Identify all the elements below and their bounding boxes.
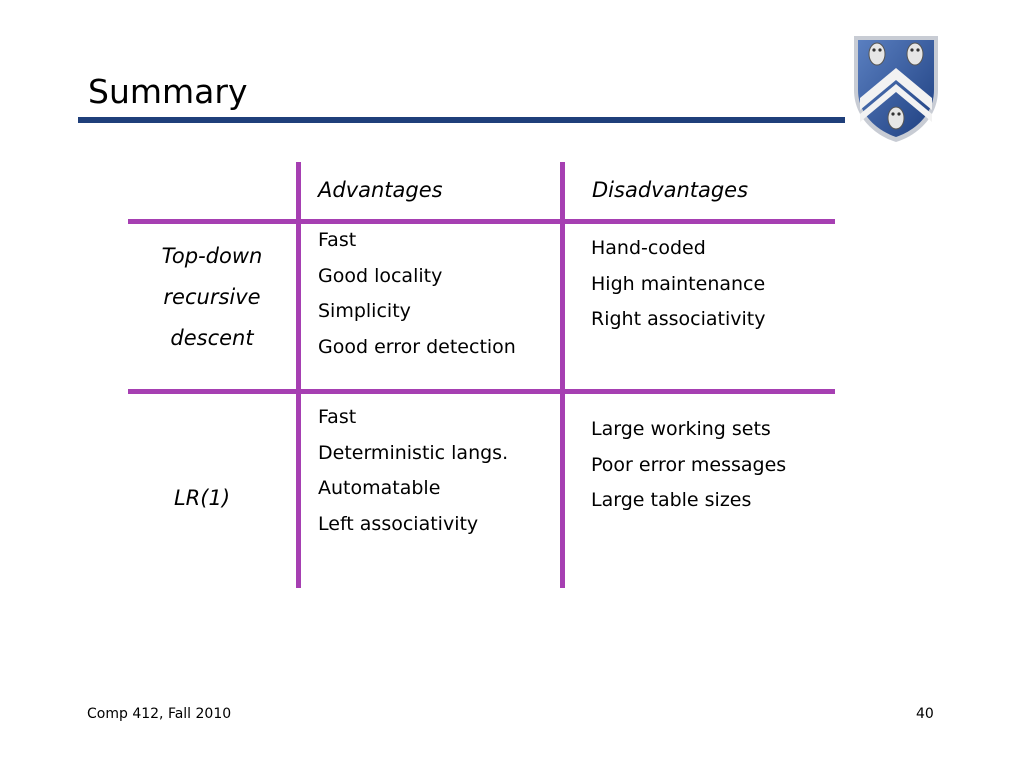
list-item: High maintenance [591, 272, 766, 295]
list-item: Automatable [318, 477, 441, 499]
list-item: Large table sizes [591, 489, 752, 511]
footer-page-number: 40 [916, 706, 934, 722]
list-item: Hand-coded [591, 237, 706, 259]
slide-title: Summary [88, 72, 248, 111]
row-label-line: LR(1) [173, 486, 231, 510]
list-item: Good error detection [318, 335, 516, 358]
grid-vertical-line-2 [560, 162, 565, 588]
list-item: Fast [318, 229, 357, 251]
disadvantages-cell-lr1: Large working sets Poor error messages L… [591, 412, 786, 519]
university-shield-owls-icon [854, 36, 938, 142]
list-item: Poor error messages [591, 453, 787, 476]
list-item: Fast [318, 406, 357, 428]
title-rule [78, 117, 845, 123]
row-label-line: Top-down [161, 244, 263, 268]
header-advantages: Advantages [318, 178, 443, 202]
list-item: Good locality [318, 264, 443, 287]
grid-horizontal-line-1 [128, 219, 835, 224]
list-item: Right associativity [591, 308, 766, 330]
header-disadvantages: Disadvantages [592, 178, 749, 202]
row-label-top-down: Top-down recursive descent [128, 236, 296, 359]
list-item: Large working sets [591, 418, 771, 440]
grid-vertical-line-1 [296, 162, 301, 588]
list-item: Deterministic langs. [318, 441, 509, 464]
advantages-cell-top-down: Fast Good locality Simplicity Good error… [318, 223, 516, 365]
list-item: Left associativity [318, 512, 479, 535]
list-item: Simplicity [318, 300, 411, 322]
row-label-lr1: LR(1) [118, 478, 286, 519]
advantages-cell-lr1: Fast Deterministic langs. Automatable Le… [318, 400, 508, 542]
footer-course: Comp 412, Fall 2010 [87, 706, 232, 722]
row-label-line: descent [170, 326, 254, 350]
row-label-line: recursive [163, 285, 261, 309]
grid-horizontal-line-2 [128, 389, 835, 394]
disadvantages-cell-top-down: Hand-coded High maintenance Right associ… [591, 231, 765, 338]
